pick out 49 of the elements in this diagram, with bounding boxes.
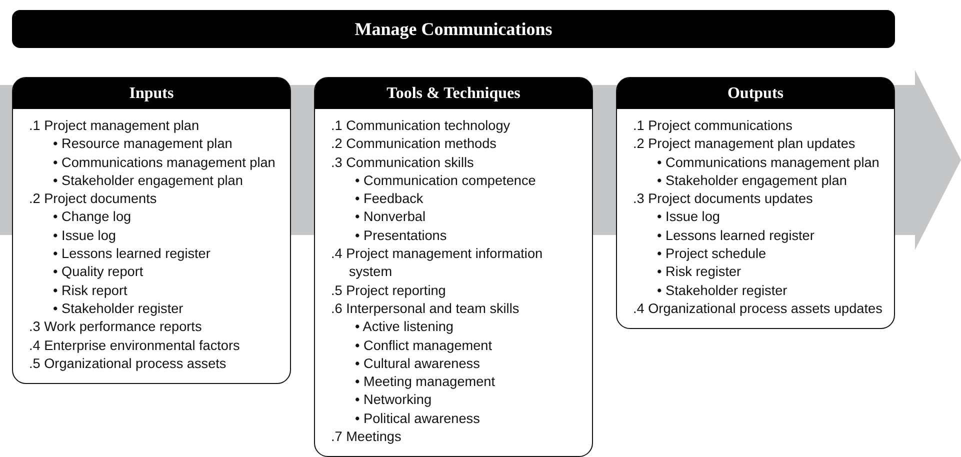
list-item: • Communications management plan <box>656 154 880 172</box>
list-item: .2 Project management plan updates <box>633 135 856 154</box>
list-item: .5 Organizational process assets <box>29 354 228 373</box>
list-item: • Project schedule <box>656 245 768 264</box>
list-item: • Political awareness <box>354 410 481 428</box>
list-item: .3 Project documents updates <box>633 190 814 208</box>
list-item: .6 Interpersonal and team skills <box>331 300 520 318</box>
column-heading: Tools & Techniques <box>315 78 592 109</box>
list-item: • Cultural awareness <box>354 354 481 373</box>
title-banner: Manage Communications <box>12 10 895 48</box>
list-item: • Lessons learned register <box>52 245 212 264</box>
list-item: • Feedback <box>354 190 424 208</box>
list-item: .7 Meetings <box>331 428 402 446</box>
column-box <box>12 77 291 384</box>
list-item: .1 Communication technology <box>331 117 512 135</box>
list-item: • Change log <box>52 208 132 226</box>
column-heading: Inputs <box>13 78 290 109</box>
list-item: .1 Project communications <box>633 117 794 135</box>
list-item: • Meeting management <box>354 373 496 392</box>
list-item: • Resource management plan <box>52 135 234 154</box>
list-item: .5 Project reporting <box>331 282 447 300</box>
list-item: • Nonverbal <box>354 208 426 226</box>
column-heading: Outputs <box>617 78 894 109</box>
column-box <box>616 77 895 330</box>
list-item: • Issue log <box>52 226 117 245</box>
list-item: • Quality report <box>52 263 144 282</box>
list-item: • Conflict management <box>354 336 493 355</box>
list-item: .4 Enterprise environmental factors <box>29 336 241 355</box>
list-item: .4 Organizational process assets updates <box>633 300 884 318</box>
list-item: • Risk register <box>656 263 742 282</box>
list-item: • Stakeholder register <box>52 300 184 318</box>
list-item: • Networking <box>354 391 433 410</box>
list-item: • Risk report <box>52 282 128 300</box>
column-box <box>314 77 593 457</box>
list-item: • Stakeholder engagement plan <box>656 172 848 190</box>
list-item: .4 Project management information system <box>331 245 544 282</box>
list-item: .2 Communication methods <box>331 135 498 154</box>
list-item: • Active listening <box>354 318 454 336</box>
list-item: • Lessons learned register <box>656 226 816 245</box>
list-item: • Communication competence <box>354 172 537 190</box>
list-item: .1 Project management plan <box>29 117 200 135</box>
list-item: • Issue log <box>656 208 721 226</box>
list-item: • Presentations <box>354 226 448 245</box>
list-item: .3 Work performance reports <box>29 318 203 336</box>
list-item: • Communications management plan <box>52 154 276 172</box>
list-item: • Stakeholder engagement plan <box>52 172 244 190</box>
list-item: .3 Communication skills <box>331 154 475 172</box>
list-item: • Stakeholder register <box>656 282 788 300</box>
list-item: .2 Project documents <box>29 190 158 208</box>
